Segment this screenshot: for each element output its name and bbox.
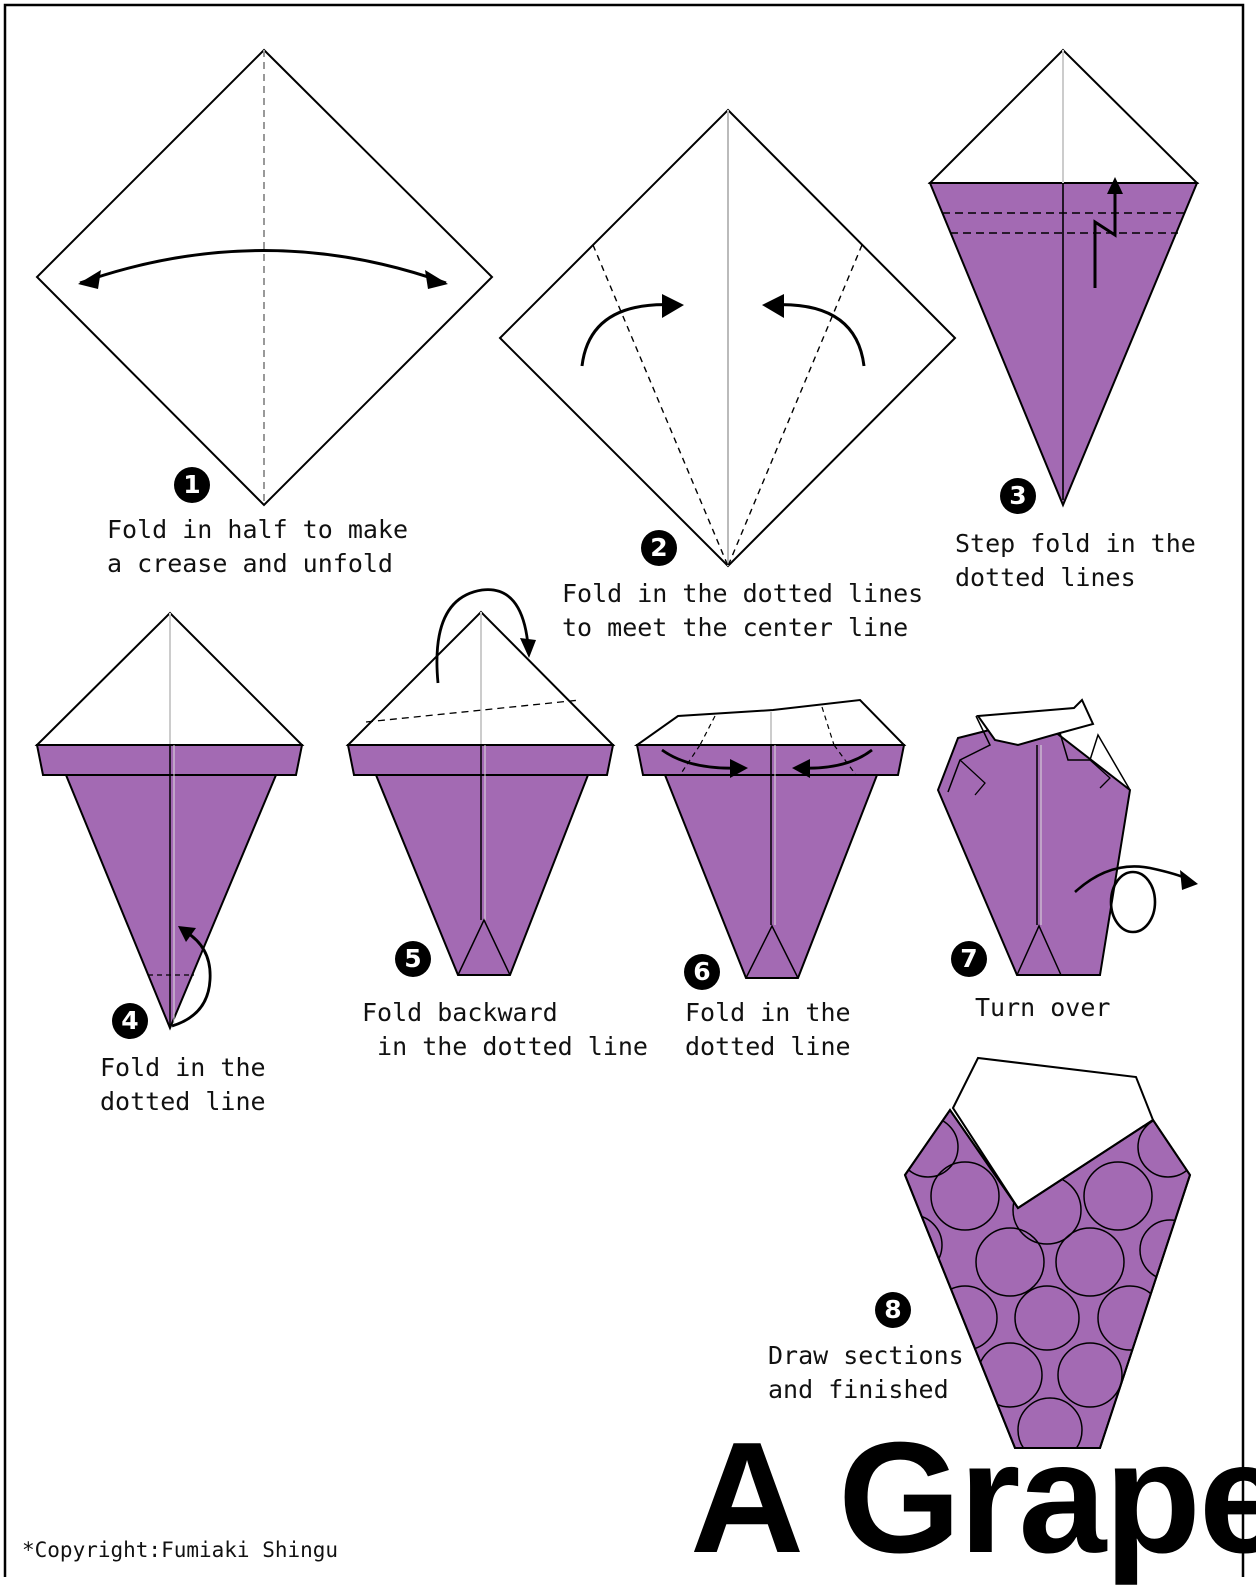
step-8-badge: 8 [875, 1292, 911, 1328]
copyright-notice: *Copyright:Fumiaki Shingu [22, 1538, 339, 1562]
step-4-figure [34, 611, 305, 1031]
step-7-caption: Turn over [975, 993, 1111, 1022]
step-7-badge: 7 [951, 941, 987, 977]
step-3-figure [927, 48, 1200, 508]
page-title: A Grape [690, 1410, 1256, 1586]
step-2-figure [498, 108, 957, 568]
step-3-badge: 3 [1000, 478, 1036, 514]
step-8-figure [903, 1056, 1192, 1449]
step-5-badge: 5 [395, 941, 431, 977]
step-6-badge: 6 [684, 954, 720, 990]
step-5-figure [345, 588, 616, 976]
step-7-figure [936, 698, 1198, 976]
step-4-badge: 4 [112, 1003, 148, 1039]
step-1-figure [35, 48, 494, 507]
step-1-badge: 1 [174, 467, 210, 503]
step-6-figure [633, 698, 907, 979]
step-5-caption: Fold backward in the dotted line [362, 998, 648, 1061]
step-2-badge: 2 [641, 530, 677, 566]
page-border [3, 3, 1245, 1577]
